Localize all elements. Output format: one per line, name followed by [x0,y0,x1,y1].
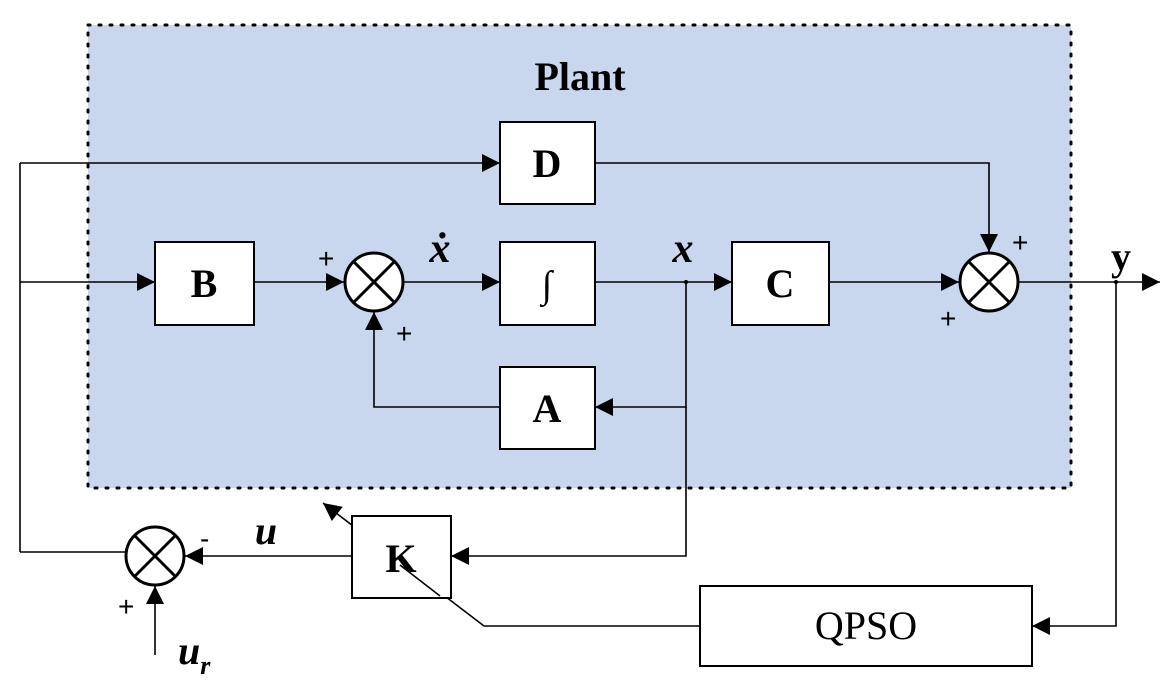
sign-sum2-top: + [1012,227,1028,258]
block-QPSO [699,585,1033,667]
sum-junction-2 [958,251,1020,313]
block-A [499,366,596,450]
junction-dot-x [684,280,688,284]
label-C: C [766,261,795,306]
sign-sum1-bottom: + [396,318,412,349]
sign-sum3-right: - [200,523,209,554]
block-D [499,121,596,205]
label-A: A [533,386,562,431]
plant-title: Plant [534,54,626,99]
sum-junction-1 [343,251,405,313]
signal-x: x [672,226,694,272]
signal-u-r-subscript: r [200,651,211,680]
signal-u: u [255,508,277,553]
sum-junction-3 [124,525,186,587]
signal-u-r-base: u [178,628,200,673]
label-integrator: ∫ [540,264,555,308]
sign-sum2-left: + [940,303,956,334]
block-B [154,241,255,326]
signal-x-dot: ẋ [429,226,451,272]
signal-y: y [1111,234,1131,279]
line-D-to-sum2 [595,162,998,252]
junction-dot-y [1114,280,1118,284]
tuning-arrow-over-K [399,564,441,597]
label-QPSO: QPSO [815,603,917,648]
signal-u-r: ur [178,628,211,680]
block-C [731,241,830,326]
line-y-to-QPSO [1032,282,1117,635]
line-A-to-sum1 [365,312,500,408]
label-D: D [533,141,562,186]
block-K [351,515,452,599]
sign-sum1-left: + [318,243,334,274]
line-x-to-K [451,407,687,565]
label-B: B [191,261,218,306]
label-K: K [385,536,416,581]
block-integrator [499,241,596,326]
sign-sum3-bottom: + [118,591,134,622]
